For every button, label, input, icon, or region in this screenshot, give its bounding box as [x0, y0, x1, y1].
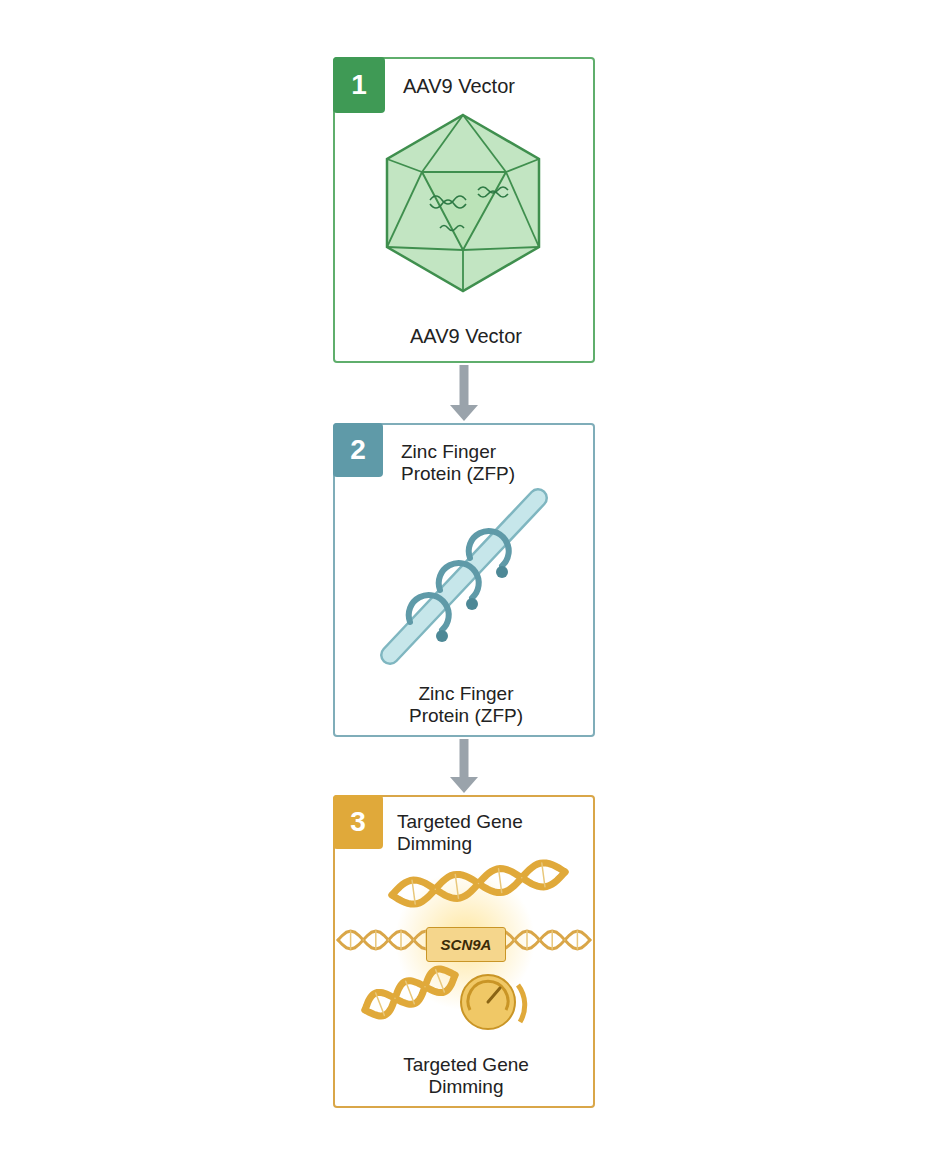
step-number-badge: 2	[333, 423, 383, 477]
step-number-badge: 3	[333, 795, 383, 849]
node-label: 1	[333, 57, 385, 113]
step-heading: Zinc Finger Protein (ZFP)	[401, 441, 561, 486]
node-label: 3	[333, 795, 383, 849]
flow-arrow	[450, 365, 478, 421]
step-caption: Targeted Gene Dimming	[386, 1054, 546, 1099]
dna-dimming	[338, 863, 590, 1029]
step-caption: AAV9 Vector	[335, 325, 597, 349]
zinc-finger-protein	[390, 498, 538, 655]
step-caption: Zinc Finger Protein (ZFP)	[391, 683, 541, 728]
flow-arrow	[450, 739, 478, 793]
node-label: SCN9A	[427, 928, 505, 961]
node-label: 2	[333, 423, 383, 477]
step-box: AAV9 VectorAAV9 Vector1	[333, 57, 595, 363]
aav9-capsid	[387, 115, 539, 291]
step-number-badge: 1	[333, 57, 385, 113]
step-box: Targeted Gene DimmingTargeted Gene Dimmi…	[333, 795, 595, 1108]
gene-label-box: SCN9A	[426, 927, 506, 962]
step-heading: AAV9 Vector	[403, 75, 583, 99]
step-box: Zinc Finger Protein (ZFP) Zinc Finger Pro…	[333, 423, 595, 737]
step-heading: Targeted Gene Dimming	[397, 811, 562, 856]
